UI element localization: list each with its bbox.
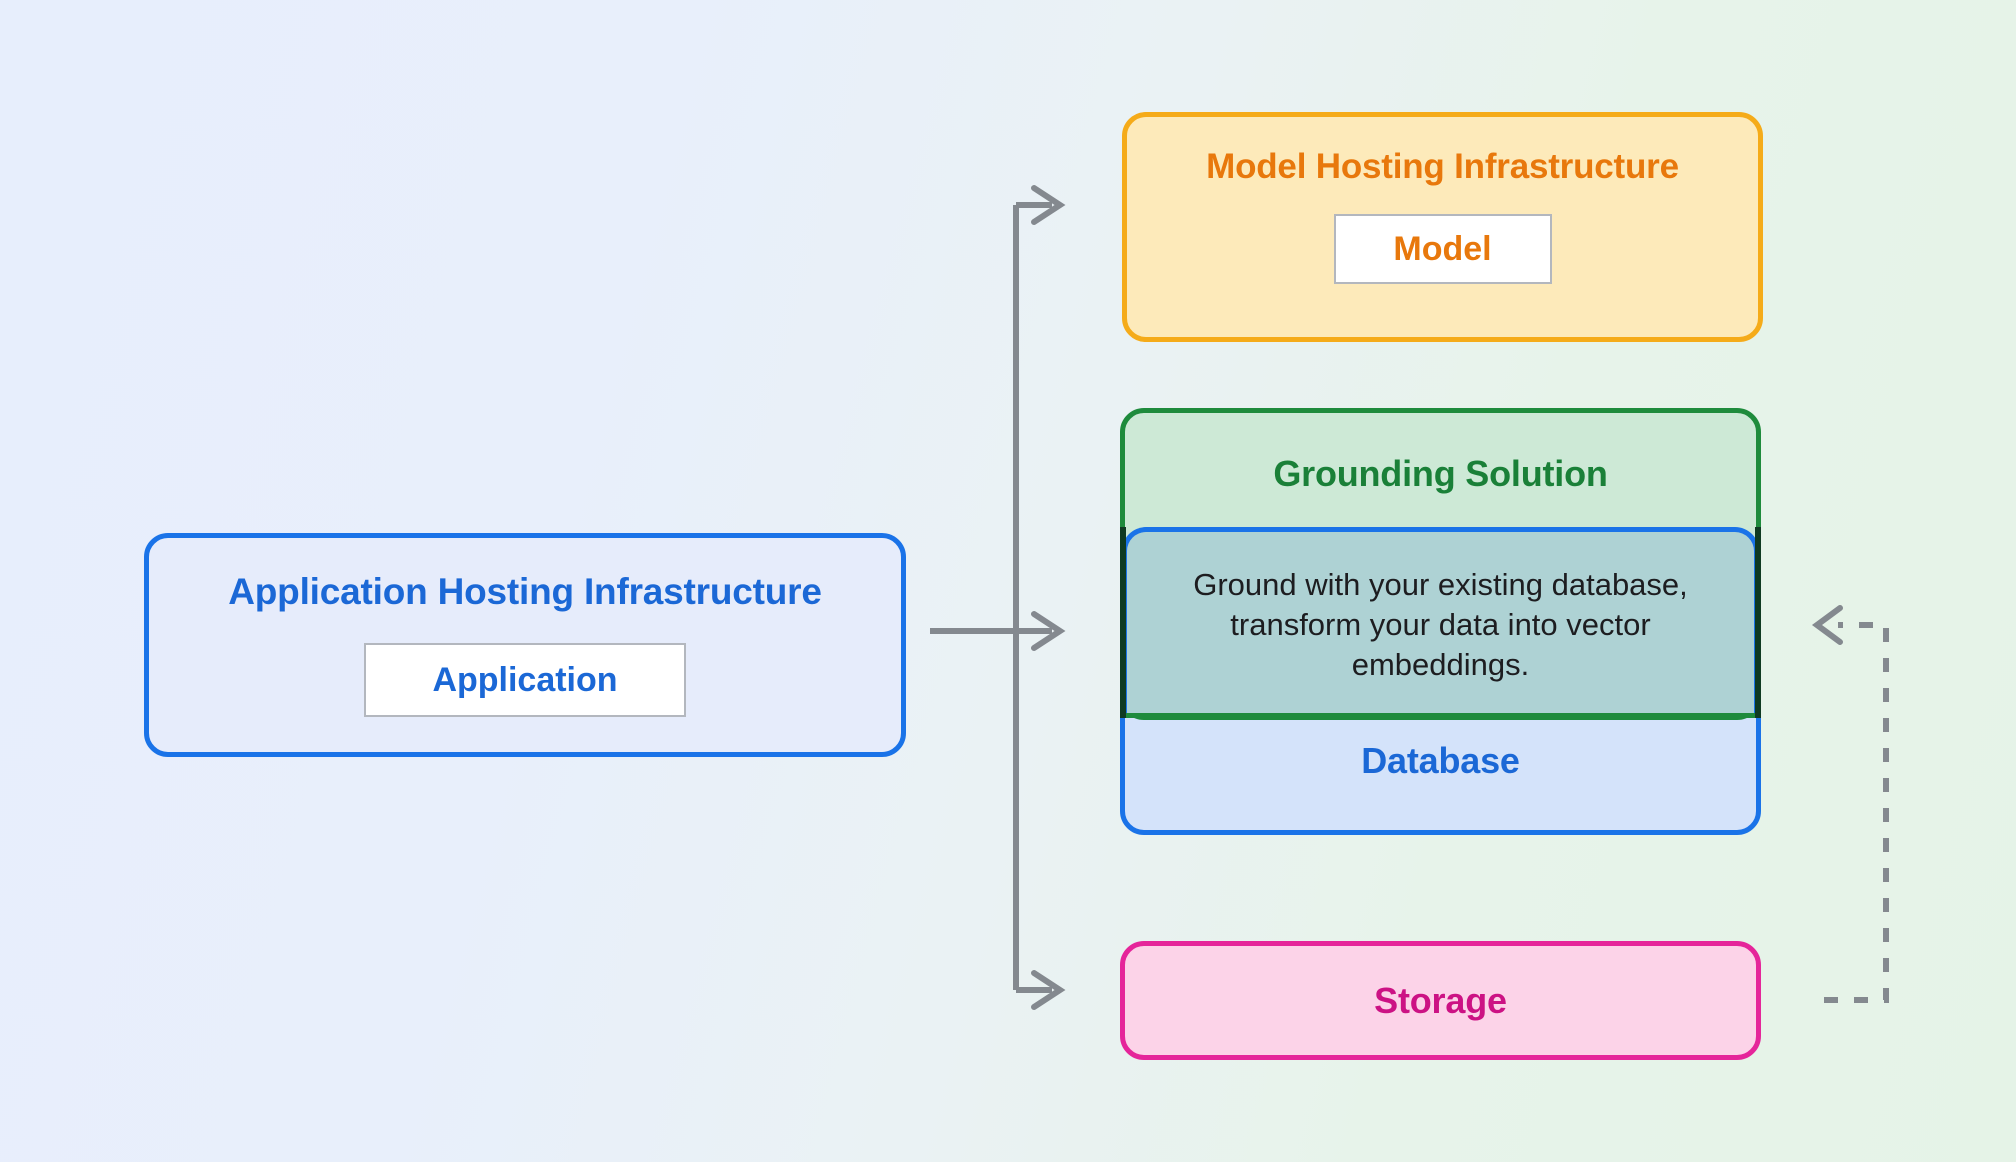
panel-grounding-database-overlap: Ground with your existing database, tran… [1122, 527, 1759, 718]
arrowhead-storage-to-database-icon [1811, 605, 1843, 645]
chip-application-label: Application [432, 660, 618, 699]
grounding-bottom-border [1120, 713, 1761, 718]
node-storage[interactable]: Storage [1120, 941, 1761, 1060]
application-hosting-title: Application Hosting Infrastructure [228, 571, 822, 612]
chip-application[interactable]: Application [364, 643, 686, 717]
chip-model-label: Model [1393, 229, 1492, 268]
arrowhead-to-model-icon [1031, 185, 1066, 225]
model-hosting-title: Model Hosting Infrastructure [1206, 147, 1679, 186]
overlap-right-border [1755, 527, 1761, 718]
node-model-hosting-infrastructure[interactable]: Model Hosting Infrastructure Model [1122, 112, 1763, 342]
connector-storage-to-database-dashed [1824, 622, 1889, 1003]
database-title: Database [1361, 740, 1520, 781]
arrowhead-to-grounding-icon [1031, 611, 1066, 651]
node-application-hosting-infrastructure[interactable]: Application Hosting Infrastructure Appli… [144, 533, 906, 757]
overlap-left-border [1120, 527, 1126, 718]
grounding-solution-title: Grounding Solution [1273, 453, 1608, 494]
overlap-description-text: Ground with your existing database, tran… [1193, 567, 1688, 682]
chip-model[interactable]: Model [1333, 214, 1552, 284]
arrowhead-to-storage-icon [1031, 970, 1066, 1010]
storage-title: Storage [1374, 979, 1507, 1021]
